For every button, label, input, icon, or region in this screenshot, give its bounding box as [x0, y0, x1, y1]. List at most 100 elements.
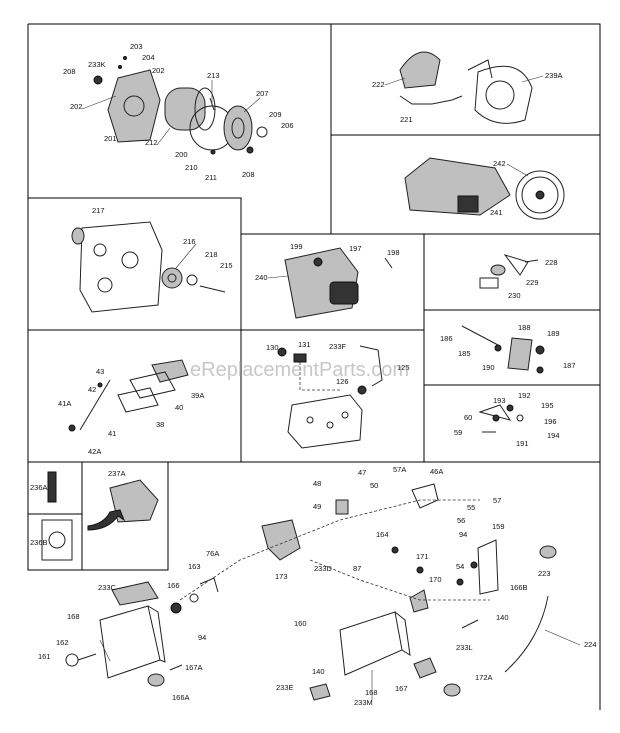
- callout-221: 221: [400, 115, 413, 124]
- starter-cover-assembly: [93, 56, 268, 155]
- callout-242: 242: [493, 159, 506, 168]
- block-port-2: [121, 251, 139, 269]
- block-port-3: [97, 277, 113, 293]
- pin-204: [118, 65, 122, 69]
- leader-lines: [81, 75, 581, 700]
- callout-43: 43: [96, 367, 104, 376]
- callout-196: 196: [544, 417, 557, 426]
- drum-212: [164, 87, 206, 131]
- spring-60: [492, 414, 500, 422]
- flywheel-242-fins: [521, 176, 559, 214]
- callout-218: 218: [205, 250, 218, 259]
- callout-236B: 236B: [30, 538, 48, 547]
- callout-56: 56: [457, 516, 465, 525]
- callout-167: 167: [395, 684, 408, 693]
- callout-193: 193: [493, 396, 506, 405]
- callout-192: 192: [518, 391, 531, 400]
- panel-governor-frame: [27, 462, 169, 571]
- callout-161: 161: [38, 652, 51, 661]
- watermark-text: eReplacementParts.com: [190, 359, 409, 381]
- bracket-assembly: [479, 254, 539, 289]
- leader-202b: [81, 95, 117, 110]
- callout-166A: 166A: [172, 693, 190, 702]
- callout-201: 201: [104, 134, 117, 143]
- callout-208a: 208: [63, 67, 76, 76]
- crankcase-block: [79, 221, 163, 313]
- bracket-159: [477, 539, 499, 595]
- bracket-87: [335, 499, 349, 515]
- outer-frame-top-right: [28, 23, 601, 710]
- crankcase-assembly: [71, 221, 226, 313]
- tank-168-right-side: [394, 611, 411, 656]
- plate-188: [507, 337, 533, 371]
- housing-hub: [485, 80, 515, 110]
- blower-housing-assembly: [399, 51, 533, 124]
- pin-54: [456, 578, 464, 586]
- washer-196: [516, 414, 524, 422]
- pin-171: [416, 566, 424, 574]
- fitting-163: [189, 593, 199, 603]
- bracket-46A: [411, 483, 439, 509]
- part-233E: [309, 683, 331, 701]
- housing-bracket: [467, 59, 493, 79]
- housing-239A: [474, 65, 533, 124]
- callout-159: 159: [492, 522, 505, 531]
- tank-168-left: [99, 605, 161, 679]
- leader-207: [243, 97, 261, 113]
- callout-94a: 94: [459, 530, 467, 539]
- callout-239A: 239A: [545, 71, 563, 80]
- screw-167A: [169, 664, 183, 671]
- callout-140a: 140: [496, 613, 509, 622]
- link-assembly: [478, 404, 524, 433]
- callout-166: 166: [167, 581, 180, 590]
- callout-171: 171: [416, 552, 429, 561]
- callout-228: 228: [545, 258, 558, 267]
- callout-42: 42: [88, 385, 96, 394]
- callout-233K: 233K: [88, 60, 106, 69]
- washer-126: [357, 385, 367, 395]
- nut-208-right: [246, 146, 254, 154]
- washer-218: [186, 274, 198, 286]
- callout-173: 173: [275, 572, 288, 581]
- line-224: [504, 595, 549, 673]
- leader-224: [544, 629, 581, 646]
- cylinder-head-assembly: [284, 247, 393, 319]
- callout-131: 131: [298, 340, 311, 349]
- callout-60: 60: [464, 413, 472, 422]
- cover-39A: [151, 359, 189, 383]
- callout-185: 185: [458, 349, 471, 358]
- callout-217: 217: [92, 206, 105, 215]
- callout-204: 204: [142, 53, 155, 62]
- flywheel-242-hub: [535, 190, 545, 200]
- callout-38: 38: [156, 420, 164, 429]
- fitting-172A: [443, 683, 461, 697]
- callout-187: 187: [563, 361, 576, 370]
- bolt-198: [384, 257, 393, 269]
- governor-assembly: [41, 471, 159, 561]
- callout-39A: 39A: [191, 391, 204, 400]
- gasket-233C: [111, 581, 159, 606]
- bracket-173: [261, 519, 301, 561]
- callout-237A: 237A: [108, 469, 126, 478]
- rod-186: [461, 325, 499, 346]
- callout-233D: 233D: [314, 564, 333, 573]
- tank-168-right: [339, 611, 403, 676]
- callout-211: 211: [205, 173, 217, 182]
- callout-199: 199: [290, 242, 303, 251]
- callout-46A: 46A: [430, 467, 443, 476]
- fuel-tank-assembly: [65, 483, 557, 701]
- callout-40: 40: [175, 403, 183, 412]
- carb-port-2: [326, 421, 334, 429]
- plug-230: [490, 264, 506, 276]
- callout-233M: 233M: [354, 698, 373, 707]
- bearing-216-bore: [167, 273, 177, 283]
- callout-213: 213: [207, 71, 220, 80]
- callout-198: 198: [387, 248, 400, 257]
- callout-197: 197: [349, 244, 362, 253]
- shaft-236A: [47, 471, 57, 503]
- rope-221: [399, 95, 463, 105]
- plate-assembly: [461, 325, 545, 374]
- nut-192: [506, 404, 514, 412]
- valve-166: [170, 602, 182, 614]
